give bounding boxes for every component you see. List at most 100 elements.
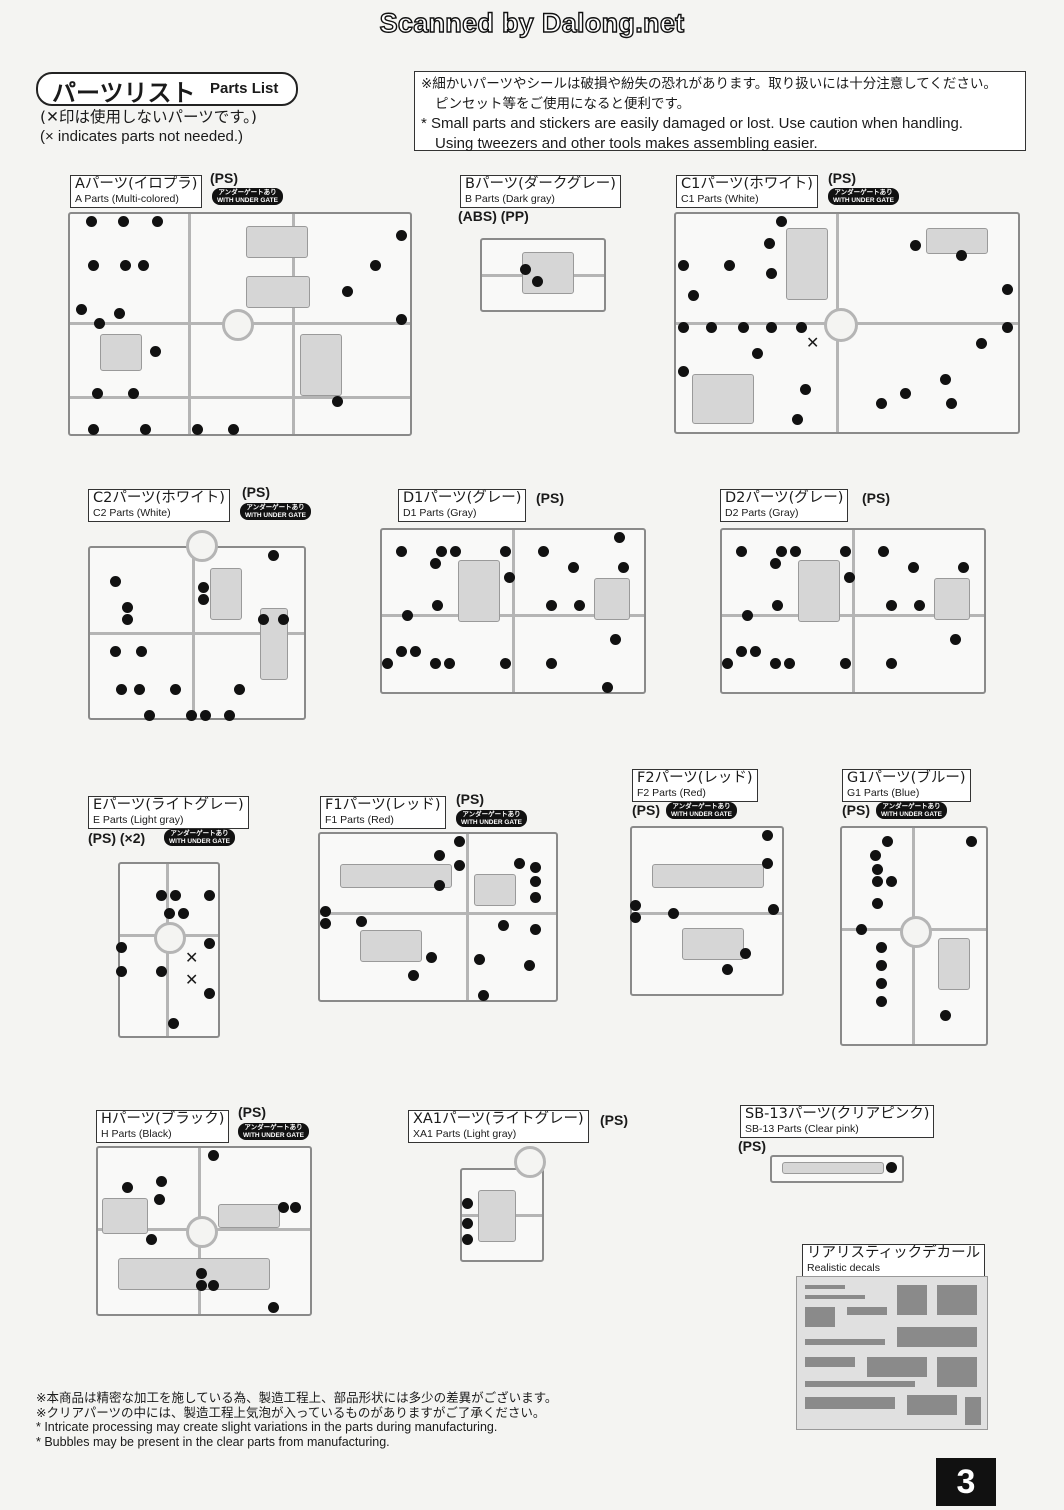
part-shape bbox=[594, 578, 630, 620]
runner-g1-material: (PS) bbox=[842, 802, 870, 818]
runner-c1-name-jp: C1パーツ(ホワイト) bbox=[681, 176, 813, 192]
part-number-marker bbox=[876, 978, 887, 989]
runner-f1-name-en: F1 Parts (Red) bbox=[325, 813, 394, 826]
runner-e-material: (PS) (×2) bbox=[88, 830, 146, 846]
part-shape bbox=[246, 276, 310, 308]
runner-h-name-jp: Hパーツ(ブラック) bbox=[101, 1111, 225, 1127]
part-number-marker bbox=[914, 600, 925, 611]
runner-d1-name-en: D1 Parts (Gray) bbox=[403, 506, 477, 519]
part-number-marker bbox=[290, 1202, 301, 1213]
runner-c2-material: (PS) bbox=[242, 484, 270, 500]
footnote-en-1: * Intricate processing may create slight… bbox=[36, 1420, 498, 1434]
watermark: Scanned by Dalong.net bbox=[379, 7, 685, 38]
part-number-marker bbox=[766, 322, 777, 333]
runner-a-frame bbox=[68, 212, 412, 436]
part-number-marker bbox=[430, 658, 441, 669]
part-number-marker bbox=[258, 614, 269, 625]
runner-sb13-name-en: SB-13 Parts (Clear pink) bbox=[745, 1122, 859, 1135]
part-number-marker bbox=[122, 1182, 133, 1193]
part-number-marker bbox=[88, 424, 99, 435]
part-number-marker bbox=[856, 924, 867, 935]
decal-name-jp: リアリスティックデカール bbox=[807, 1245, 981, 1261]
x-mark-e-1: ✕ bbox=[185, 948, 199, 967]
part-number-marker bbox=[114, 308, 125, 319]
part-number-marker bbox=[530, 924, 541, 935]
decal-sheet bbox=[796, 1276, 988, 1430]
part-number-marker bbox=[156, 890, 167, 901]
part-number-marker bbox=[170, 684, 181, 695]
runner-g1-name-en: G1 Parts (Blue) bbox=[847, 786, 920, 799]
part-number-marker bbox=[76, 304, 87, 315]
part-number-marker bbox=[208, 1150, 219, 1161]
runner-xa1-name-en: XA1 Parts (Light gray) bbox=[413, 1127, 517, 1140]
runner-e-label: Eパーツ(ライトグレー) E Parts (Light gray) bbox=[88, 796, 249, 829]
part-number-marker bbox=[610, 634, 621, 645]
part-number-marker bbox=[762, 830, 773, 841]
part-number-marker bbox=[116, 942, 127, 953]
part-number-marker bbox=[950, 634, 961, 645]
runner-d1-material: (PS) bbox=[536, 490, 564, 506]
caution-en-1: * Small parts and stickers are easily da… bbox=[421, 115, 963, 132]
part-number-marker bbox=[940, 1010, 951, 1021]
part-shape bbox=[300, 334, 342, 396]
part-number-marker bbox=[116, 966, 127, 977]
runner-a-name-en: A Parts (Multi-colored) bbox=[75, 192, 179, 205]
footnote-jp-1: ※本商品は精密な加工を施している為、製造工程上、部品形状には多少の差異がございま… bbox=[36, 1390, 558, 1405]
part-number-marker bbox=[678, 366, 689, 377]
part-shape bbox=[798, 560, 840, 622]
part-number-marker bbox=[228, 424, 239, 435]
part-number-marker bbox=[396, 230, 407, 241]
part-shape bbox=[340, 864, 452, 888]
part-number-marker bbox=[976, 338, 987, 349]
part-number-marker bbox=[204, 890, 215, 901]
part-number-marker bbox=[532, 276, 543, 287]
part-shape bbox=[782, 1162, 884, 1174]
part-number-marker bbox=[630, 912, 641, 923]
part-shape bbox=[692, 374, 754, 424]
runner-g1-frame bbox=[840, 826, 988, 1046]
runner-sb13-material: (PS) bbox=[738, 1138, 766, 1154]
part-number-marker bbox=[192, 424, 203, 435]
part-number-marker bbox=[614, 532, 625, 543]
part-number-marker bbox=[144, 710, 155, 721]
part-number-marker bbox=[268, 550, 279, 561]
runner-f1-label: F1パーツ(レッド) F1 Parts (Red) bbox=[320, 796, 446, 829]
part-number-marker bbox=[940, 374, 951, 385]
part-number-marker bbox=[198, 582, 209, 593]
runner-d2-name-en: D2 Parts (Gray) bbox=[725, 506, 799, 519]
part-number-marker bbox=[768, 904, 779, 915]
part-number-marker bbox=[770, 558, 781, 569]
runner-a-label: Aパーツ(イロプラ) A Parts (Multi-colored) bbox=[70, 175, 203, 208]
part-number-marker bbox=[134, 684, 145, 695]
runner-c1-label: C1パーツ(ホワイト) C1 Parts (White) bbox=[676, 175, 818, 208]
part-number-marker bbox=[740, 948, 751, 959]
part-number-marker bbox=[706, 322, 717, 333]
part-number-marker bbox=[736, 646, 747, 657]
part-number-marker bbox=[872, 898, 883, 909]
part-shape bbox=[926, 228, 988, 254]
part-number-marker bbox=[872, 864, 883, 875]
part-number-marker bbox=[478, 990, 489, 1001]
runner-sb13-frame bbox=[770, 1155, 904, 1183]
part-shape bbox=[682, 928, 744, 960]
runner-c2-name-en: C2 Parts (White) bbox=[93, 506, 171, 519]
part-number-marker bbox=[268, 1302, 279, 1313]
part-number-marker bbox=[118, 216, 129, 227]
runner-xa1-material: (PS) bbox=[600, 1112, 628, 1128]
part-number-marker bbox=[196, 1280, 207, 1291]
part-number-marker bbox=[234, 684, 245, 695]
part-number-marker bbox=[678, 322, 689, 333]
part-number-marker bbox=[88, 260, 99, 271]
runner-c1-material: (PS) bbox=[828, 170, 856, 186]
part-number-marker bbox=[840, 658, 851, 669]
part-number-marker bbox=[722, 658, 733, 669]
part-number-marker bbox=[504, 572, 515, 583]
runner-b-name-jp: Bパーツ(ダークグレー) bbox=[465, 176, 616, 192]
part-shape bbox=[478, 1190, 516, 1242]
part-shape bbox=[246, 226, 308, 258]
runner-h-name-en: H Parts (Black) bbox=[101, 1127, 172, 1140]
runner-d2-label: D2パーツ(グレー) D2 Parts (Gray) bbox=[720, 489, 849, 522]
